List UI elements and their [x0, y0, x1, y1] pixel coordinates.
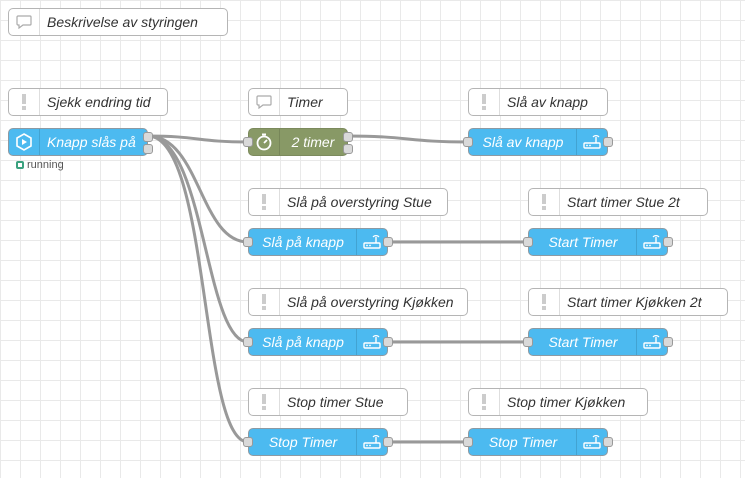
comment-label: Beskrivelse av styringen: [47, 14, 198, 30]
node-label: Stop Timer: [488, 434, 558, 450]
router-icon: [356, 429, 387, 455]
comment-label: Stop timer Kjøkken: [507, 394, 626, 410]
status-indicator: running: [16, 159, 64, 171]
exclamation-icon: [469, 389, 500, 415]
router-icon: [576, 129, 607, 155]
delay-node-2-timer[interactable]: 2 timer: [243, 128, 353, 156]
service-node-sla-pa-1[interactable]: Slå på knapp: [243, 228, 393, 256]
output-port[interactable]: [343, 144, 353, 154]
input-port[interactable]: [243, 437, 253, 447]
stopwatch-icon: [249, 129, 280, 155]
comment-label: Slå på overstyring Kjøkken: [287, 294, 454, 310]
trigger-node-knapp[interactable]: Knapp slås på: [8, 128, 153, 156]
comment-node-overstyring-stue[interactable]: Slå på overstyring Stue: [248, 188, 448, 216]
exclamation-icon: [529, 189, 560, 215]
node-label: 2 timer: [291, 134, 335, 150]
output-port[interactable]: [663, 237, 673, 247]
node-label: Slå av knapp: [482, 134, 564, 150]
node-label: Slå på knapp: [262, 234, 344, 250]
input-port[interactable]: [243, 337, 253, 347]
input-port[interactable]: [243, 237, 253, 247]
status-text: running: [27, 159, 64, 171]
input-port[interactable]: [463, 437, 473, 447]
comment-label: Stop timer Stue: [287, 394, 384, 410]
status-dot: [16, 161, 24, 169]
exclamation-icon: [249, 289, 280, 315]
comment-node-sla-av-knapp[interactable]: Slå av knapp: [468, 88, 608, 116]
output-port[interactable]: [603, 437, 613, 447]
comment-node-timer[interactable]: Timer: [248, 88, 348, 116]
router-icon: [356, 229, 387, 255]
comment-node-stop-timer-stue[interactable]: Stop timer Stue: [248, 388, 408, 416]
router-icon: [356, 329, 387, 355]
service-node-sla-av[interactable]: Slå av knapp: [463, 128, 613, 156]
wire-knapp-sla-pa-1[interactable]: [146, 134, 250, 244]
hexagon-play-icon: [9, 129, 40, 155]
output-port[interactable]: [343, 132, 353, 142]
output-port[interactable]: [383, 237, 393, 247]
output-port[interactable]: [383, 337, 393, 347]
exclamation-icon: [529, 289, 560, 315]
wire-knapp-stop-1[interactable]: [146, 134, 250, 444]
node-label: Knapp slås på: [47, 134, 136, 150]
comment-node-overstyring-kjokken[interactable]: Slå på overstyring Kjøkken: [248, 288, 468, 316]
comment-label: Timer: [287, 94, 323, 110]
comment-label: Sjekk endring tid: [47, 94, 151, 110]
node-label: Start Timer: [548, 234, 618, 250]
comment-node-sjekk[interactable]: Sjekk endring tid: [8, 88, 168, 116]
input-port[interactable]: [463, 137, 473, 147]
comment-label: Slå på overstyring Stue: [287, 194, 432, 210]
router-icon: [636, 329, 667, 355]
input-port[interactable]: [523, 337, 533, 347]
node-label: Stop Timer: [268, 434, 338, 450]
wire-knapp-sla-pa-2[interactable]: [146, 134, 250, 344]
comment-node-description[interactable]: Beskrivelse av styringen: [8, 8, 228, 36]
service-node-sla-pa-2[interactable]: Slå på knapp: [243, 328, 393, 356]
exclamation-icon: [249, 189, 280, 215]
comment-label: Start timer Stue 2t: [567, 194, 680, 210]
router-icon: [636, 229, 667, 255]
output-port[interactable]: [383, 437, 393, 447]
node-label: Start Timer: [548, 334, 618, 350]
comment-node-stop-timer-kjokken[interactable]: Stop timer Kjøkken: [468, 388, 648, 416]
comment-label: Start timer Kjøkken 2t: [567, 294, 702, 310]
output-port[interactable]: [603, 137, 613, 147]
input-port[interactable]: [243, 137, 253, 147]
comment-node-start-timer-kjokken[interactable]: Start timer Kjøkken 2t: [528, 288, 728, 316]
wire-knapp-timer[interactable]: [146, 134, 250, 144]
output-port[interactable]: [143, 144, 153, 154]
output-port[interactable]: [143, 132, 153, 142]
speech-bubble-icon: [249, 89, 280, 115]
comment-node-start-timer-stue[interactable]: Start timer Stue 2t: [528, 188, 708, 216]
exclamation-icon: [9, 89, 40, 115]
service-node-start-timer-1[interactable]: Start Timer: [523, 228, 673, 256]
router-icon: [576, 429, 607, 455]
exclamation-icon: [469, 89, 500, 115]
output-port[interactable]: [663, 337, 673, 347]
service-node-stop-timer-1[interactable]: Stop Timer: [243, 428, 393, 456]
exclamation-icon: [249, 389, 280, 415]
node-label: Slå på knapp: [262, 334, 344, 350]
input-port[interactable]: [523, 237, 533, 247]
comment-label: Slå av knapp: [507, 94, 588, 110]
service-node-start-timer-2[interactable]: Start Timer: [523, 328, 673, 356]
service-node-stop-timer-2[interactable]: Stop Timer: [463, 428, 613, 456]
wire-timer-sla-av[interactable]: [346, 134, 470, 144]
speech-bubble-icon: [9, 9, 40, 35]
